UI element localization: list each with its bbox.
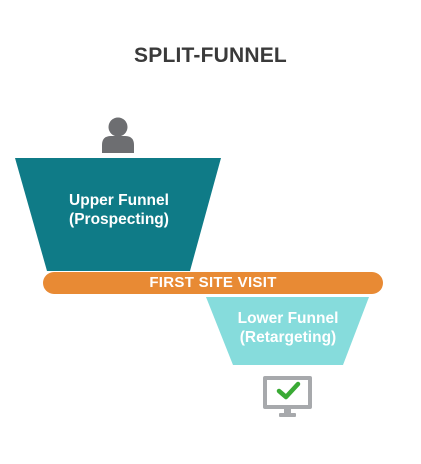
first-site-visit-label: FIRST SITE VISIT [149, 274, 277, 291]
monitor-check-icon [263, 376, 312, 417]
upper-funnel-line2: (Prospecting) [69, 211, 169, 228]
lower-funnel-line1: Lower Funnel [237, 310, 339, 327]
lower-funnel-label: Lower Funnel (Retargeting) [208, 309, 368, 347]
checkmark-icon [276, 381, 301, 400]
person-icon [102, 117, 134, 153]
upper-funnel-shape [15, 158, 221, 271]
first-site-visit-bar [43, 272, 383, 294]
diagram-title: SPLIT-FUNNEL [134, 44, 287, 67]
lower-funnel-line2: (Retargeting) [239, 329, 337, 346]
upper-funnel-line1: Upper Funnel [69, 192, 169, 209]
upper-funnel-label: Upper Funnel (Prospecting) [18, 191, 220, 229]
lower-funnel-shape [206, 297, 369, 365]
